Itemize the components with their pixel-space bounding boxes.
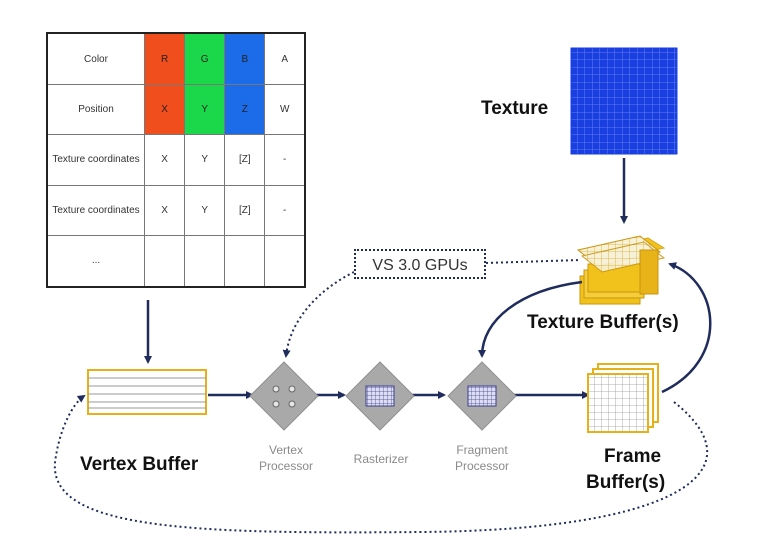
row-label: Position [46,84,145,136]
table-cell: R [143,32,186,86]
vertex-processor-node [249,361,319,431]
table-row: Texture coordinates X Y [Z] - [46,134,306,186]
frame-buffers-label-line1: Frame [604,446,662,467]
texture-grid [570,47,678,155]
vertex-buffer-label: Vertex Buffer [80,454,199,475]
frame-buffer [587,363,659,433]
table-cell: - [264,184,306,236]
fragment-processor-node [447,361,517,431]
row-label: Texture coordinates [46,134,145,186]
table-cell: X [143,84,186,136]
table-cell [224,234,266,288]
dotted-fb-to-vertex-buffer [53,394,709,534]
dotted-texbuf-to-vs [485,259,581,264]
table-cell: G [184,32,226,86]
row-label: Color [46,32,145,86]
texture-buffers-label: Texture Buffer(s) [527,312,679,333]
table-row: ... [46,234,306,288]
table-row: Position X Y Z W [46,84,306,136]
table-cell: X [143,134,186,186]
frame-buffers-label-line2: Buffer(s) [586,472,666,493]
table-cell: W [264,84,306,136]
texture-buffer-stack [576,235,666,305]
vs-gpus-callout: VS 3.0 GPUs [354,249,486,279]
table-cell: [Z] [224,134,266,186]
row-label: ... [46,234,145,288]
table-cell: - [264,134,306,186]
vertex-processor-label-line1: Vertex [268,443,304,457]
row-label: Texture coordinates [46,184,145,236]
table-cell [184,234,226,288]
fragment-processor-label-line1: Fragment [456,443,508,457]
table-cell: Y [184,134,226,186]
arrow-fb-to-texbuf [661,262,712,394]
vertex-buffer [87,369,207,415]
rasterizer-label: Rasterizer [353,452,409,466]
table-cell: Y [184,84,226,136]
vertex-processor-label-line2: Processor [258,459,314,473]
table-cell: B [224,32,266,86]
dotted-vs-to-vertex-processor [282,271,355,358]
table-cell [264,234,306,288]
table-row: Color R G B A [46,32,306,86]
table-cell: Z [224,84,266,136]
table-cell [143,234,186,288]
table-cell: X [143,184,186,236]
fragment-processor-label-line2: Processor [454,459,510,473]
table-row: Texture coordinates X Y [Z] - [46,184,306,236]
vertex-attribute-table: Color R G B A Position X Y Z W Texture c… [46,32,306,288]
table-cell: Y [184,184,226,236]
rasterizer-node [345,361,415,431]
table-cell: [Z] [224,184,266,236]
texture-label: Texture [481,98,549,119]
table-cell: A [264,32,306,86]
arrow-texbuf-to-fragment [478,280,583,358]
